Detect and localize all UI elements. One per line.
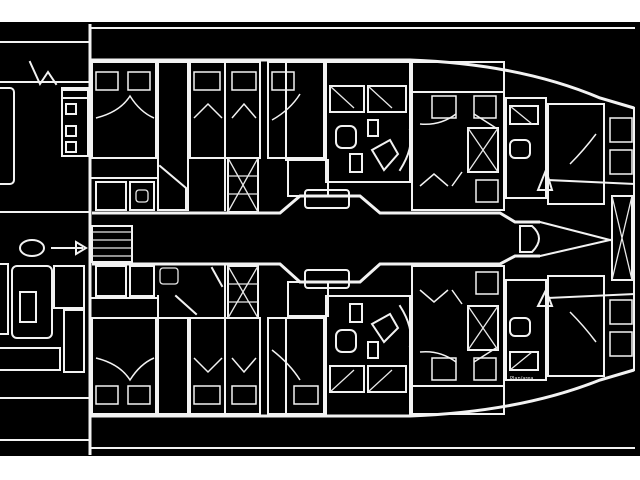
upper-cabins [91,61,636,281]
hull-outline [90,27,635,449]
central-corridor [91,189,612,289]
plan-field [0,22,640,456]
lower-cabins: Plan/area [91,265,636,417]
plan-note: Plan/area [510,376,533,382]
aft-area [0,24,92,455]
